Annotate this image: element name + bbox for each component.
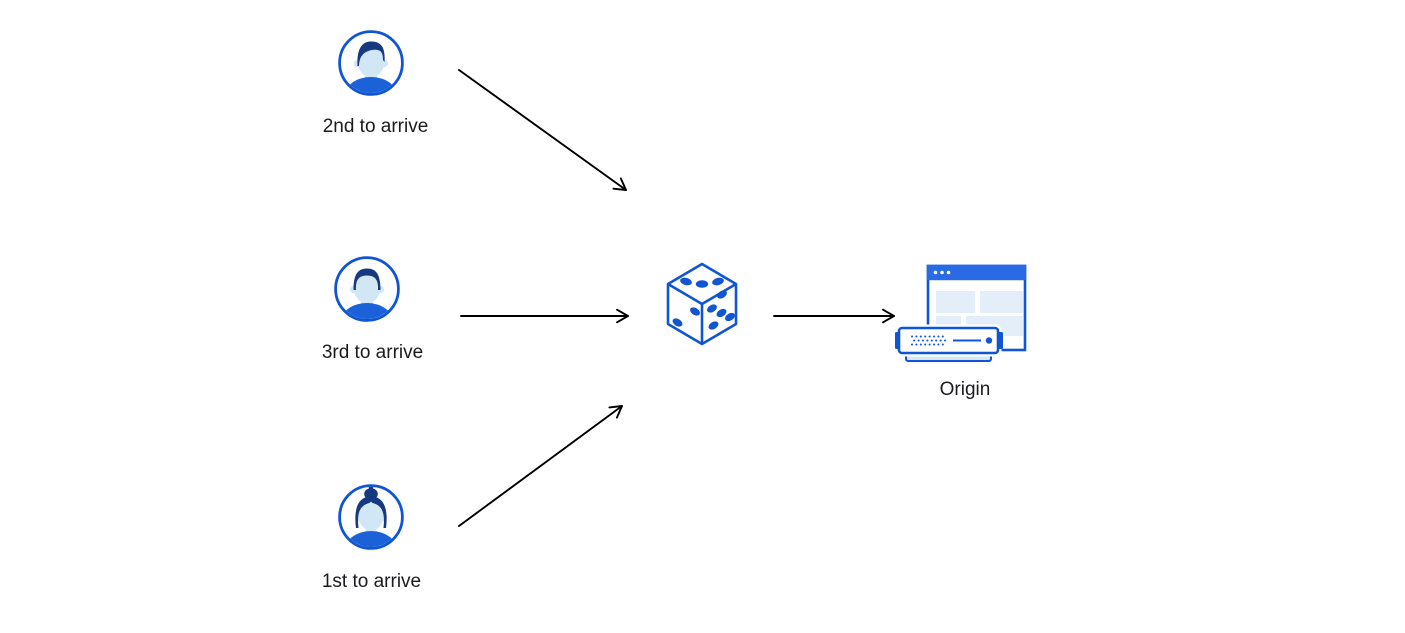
dice-icon (666, 262, 738, 346)
origin-label: Origin (939, 379, 991, 400)
arrow-3rd-user-to-dice (460, 308, 629, 324)
arrow-2nd-user-to-dice (458, 69, 627, 191)
server-led (985, 337, 993, 344)
origin-server-icon (895, 264, 1027, 362)
server-icon (895, 324, 1003, 362)
female-user-avatar-icon (338, 484, 404, 550)
male-user-avatar-icon (338, 30, 404, 96)
arrow-1st-user-to-dice (458, 405, 623, 527)
arrow-dice-to-origin (773, 308, 895, 324)
user-2nd-label: 2nd to arrive (322, 116, 429, 137)
male-user-avatar-icon (334, 256, 400, 322)
server-vents (910, 335, 947, 346)
user-3rd-label: 3rd to arrive (321, 342, 424, 363)
user-1st-label: 1st to arrive (321, 571, 422, 592)
